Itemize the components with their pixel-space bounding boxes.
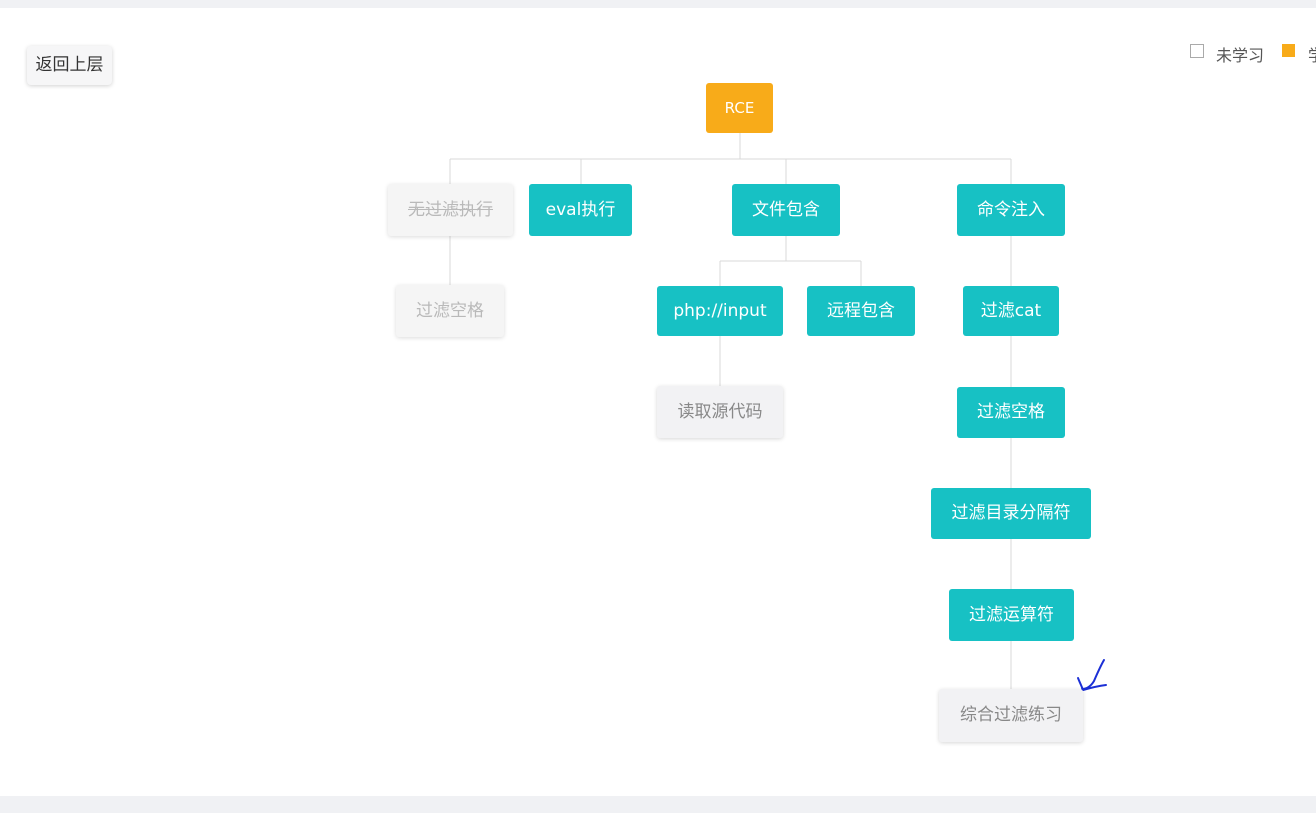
node-command-injection[interactable]: 命令注入	[957, 184, 1065, 236]
node-filter-cat[interactable]: 过滤cat	[963, 286, 1059, 336]
node-rce-root[interactable]: RCE	[706, 83, 773, 133]
node-filter-dir-separator[interactable]: 过滤目录分隔符	[931, 488, 1091, 539]
node-no-filter-exec[interactable]: 无过滤执行	[388, 184, 513, 236]
node-eval-exec[interactable]: eval执行	[529, 184, 632, 236]
checkmark-scribble-icon	[1077, 659, 1107, 691]
node-combined-filter-practice[interactable]: 综合过滤练习	[939, 689, 1083, 742]
node-filter-space[interactable]: 过滤空格	[957, 387, 1065, 438]
back-button[interactable]: 返回上层	[27, 46, 112, 85]
node-file-inclusion[interactable]: 文件包含	[732, 184, 840, 236]
current-legend-swatch	[1282, 44, 1295, 57]
unlearned-legend-label: 未学习	[1216, 46, 1265, 65]
node-read-source[interactable]: 读取源代码	[657, 386, 783, 438]
current-legend-label: 学	[1308, 42, 1316, 66]
node-filter-space-disabled[interactable]: 过滤空格	[396, 285, 504, 337]
unlearned-legend-swatch	[1190, 44, 1204, 58]
node-remote-include[interactable]: 远程包含	[807, 286, 915, 336]
node-filter-operator[interactable]: 过滤运算符	[949, 589, 1074, 641]
node-php-input[interactable]: php://input	[657, 286, 783, 336]
